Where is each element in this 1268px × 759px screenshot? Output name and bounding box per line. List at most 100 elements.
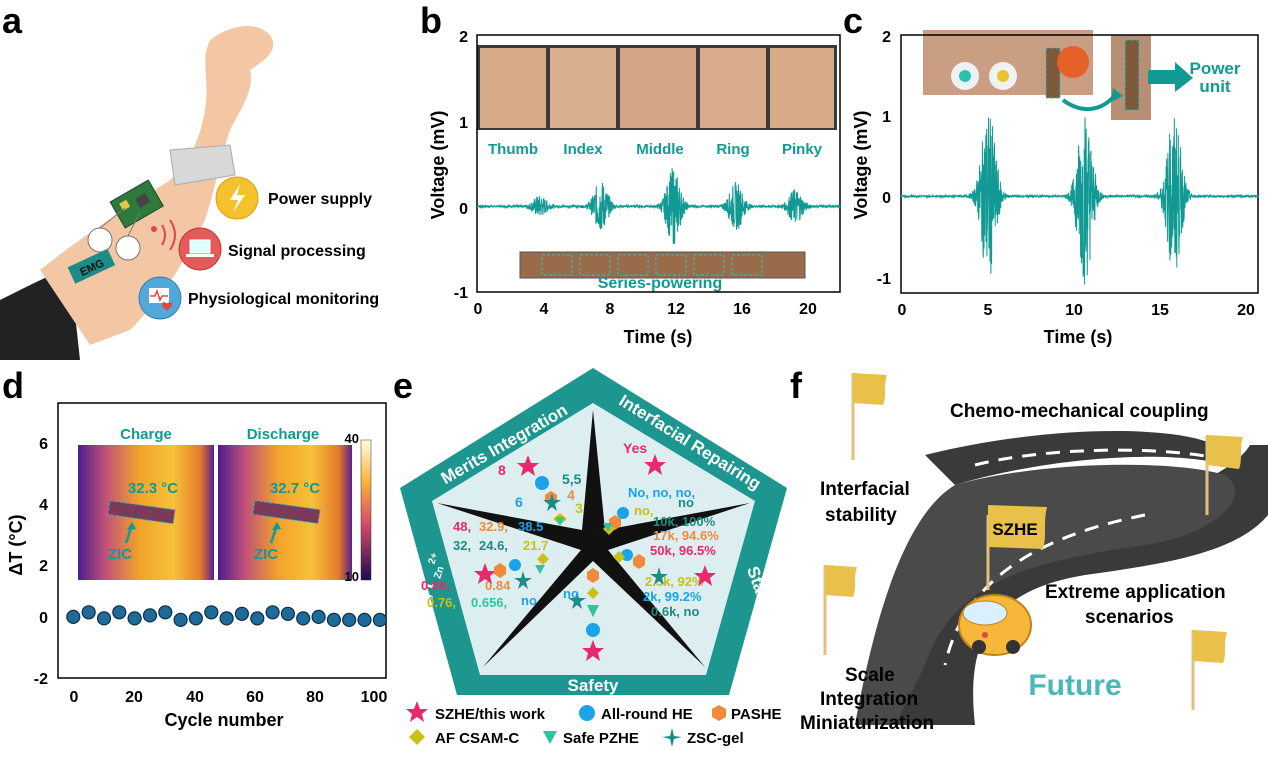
scatter-point — [265, 605, 280, 620]
flag-icon — [851, 373, 887, 460]
sigma-r1-2: 38.5 — [518, 519, 543, 534]
panel-label-f: f — [790, 365, 802, 406]
marker-pashe-stability — [633, 554, 645, 569]
sigma-r3-1: 0.84 — [485, 578, 511, 593]
scatter-point — [142, 608, 158, 623]
ytick-b-1: 1 — [459, 115, 468, 132]
marker-allround-merits — [535, 476, 549, 490]
label-scale: Scale — [845, 665, 895, 686]
xtick-c-10: 10 — [1065, 302, 1083, 319]
sigma-markers — [474, 553, 549, 589]
xtick-b-8: 8 — [606, 301, 615, 318]
flag-icon-4 — [1191, 630, 1227, 710]
radar-star — [437, 410, 750, 667]
xtick-b-0: 0 — [474, 301, 483, 318]
repair-val-af: no, — [634, 503, 654, 518]
panel-label-c: c — [843, 0, 864, 41]
legend-label-safe: Safe PZHE — [563, 730, 639, 747]
wristband — [169, 144, 236, 186]
label-future: Future — [1028, 669, 1121, 702]
label-extreme: Extreme application — [1045, 582, 1226, 603]
repair-val-zsc: no — [678, 495, 694, 510]
legend-label-pashe: PASHE — [731, 706, 782, 723]
legend-label-af: AF CSAM-C — [435, 730, 519, 747]
label-scenarios: scenarios — [1085, 607, 1174, 628]
xtick-c-20: 20 — [1237, 302, 1255, 319]
car-icon — [958, 594, 1032, 656]
marker-szhe-stability — [694, 565, 716, 586]
marker-pashe-sigma — [494, 563, 506, 578]
signal-trace — [476, 168, 841, 245]
colorbar-min: 10 — [345, 569, 359, 584]
ytick-c-neg1: -1 — [877, 271, 891, 288]
marker-zsc-safety — [568, 591, 586, 609]
flag-icon-3 — [823, 565, 857, 655]
svg-text:Zn: Zn — [432, 565, 446, 580]
legend-label-szhe: SZHE/this work — [435, 706, 546, 723]
svg-text:2+: 2+ — [427, 551, 441, 565]
legend-e: SZHE/this work All-round HE PASHE AF CSA… — [406, 701, 782, 747]
scatter-point — [173, 612, 188, 627]
ytick-b-0: 0 — [459, 201, 468, 218]
finger-label-thumb: Thumb — [488, 141, 538, 158]
panel-label-a: a — [2, 0, 23, 41]
stability-val-2: 50k, 96.5% — [650, 543, 716, 558]
merits-markers — [517, 455, 567, 526]
electrode-left — [87, 227, 113, 253]
emg-tag — [67, 248, 116, 284]
legend-label-zsc: ZSC-gel — [687, 730, 744, 747]
series-powering-photo — [519, 251, 806, 279]
scatter-point — [234, 606, 249, 621]
transfer-arrow — [1061, 93, 1117, 112]
scatter-point — [112, 605, 127, 620]
ytick-c-0: 0 — [882, 190, 891, 207]
marker-af-safety — [587, 587, 599, 599]
power-arrow-icon — [1148, 62, 1193, 92]
signal-trace — [900, 117, 1259, 285]
legend-icon-allround — [579, 705, 595, 721]
ylabel-d: ΔT (°C) — [6, 514, 26, 575]
merits-val-zsc: 5,5 — [562, 471, 582, 487]
sigma-r4-0: 0.76, — [427, 595, 456, 610]
marker-szhe-sigma — [474, 563, 496, 584]
panel-b-chart: Thumb Index Middle Ring Pinky Series-pow… — [428, 29, 841, 347]
ylabel-c: Voltage (mV) — [851, 111, 871, 220]
road-curve — [855, 464, 1236, 725]
xtick-c-0: 0 — [898, 302, 907, 319]
road-lane-markings — [943, 448, 1226, 666]
xtick-c-15: 15 — [1151, 302, 1169, 319]
ytick-b-neg1: -1 — [454, 285, 468, 302]
power-unit-label-1: Power — [1189, 59, 1240, 78]
merits-val-af: 3 — [575, 500, 583, 516]
panel-a-illustration: EMG Power supply Signal processing Physi… — [0, 25, 379, 360]
szhe-label: SZHE — [992, 520, 1037, 539]
sigma-r2-1: 24.6, — [479, 538, 508, 553]
scatter-point — [342, 612, 357, 627]
marker-allround-safety — [586, 623, 600, 637]
safety-markers — [568, 568, 604, 661]
marker-szhe-repair — [644, 454, 666, 475]
ytick-d-0: 0 — [39, 610, 48, 627]
marker-allround-repair — [617, 507, 629, 519]
sigma-r3-0: 0.86, — [421, 578, 450, 593]
marker-zsc-sigma — [514, 571, 532, 589]
merits-val-allround: 6 — [515, 494, 523, 510]
label-stability: stability — [825, 505, 897, 526]
ytick-c-1: 1 — [882, 109, 891, 126]
scatter-point — [127, 611, 142, 626]
marker-allround-sigma — [509, 559, 521, 571]
series-powering-label: Series-powering — [598, 275, 722, 292]
legend-icon-af — [409, 729, 425, 745]
plot-frame-c — [900, 34, 1259, 294]
xtick-d-60: 60 — [246, 689, 264, 706]
marker-pashe-safety — [587, 568, 599, 583]
repair-markers — [603, 454, 666, 535]
scatter-point — [326, 612, 341, 627]
colorbar — [360, 439, 372, 581]
marker-zsc-merits — [543, 493, 561, 511]
scatter-point — [96, 611, 112, 626]
stability-val-5: 0.6k, no — [651, 604, 699, 619]
panel-f-roadmap: SZHE Chemo-mechanical coupling Interfaci… — [800, 373, 1268, 734]
marker-szhe-merits — [517, 455, 539, 476]
scatter-point — [250, 611, 265, 626]
